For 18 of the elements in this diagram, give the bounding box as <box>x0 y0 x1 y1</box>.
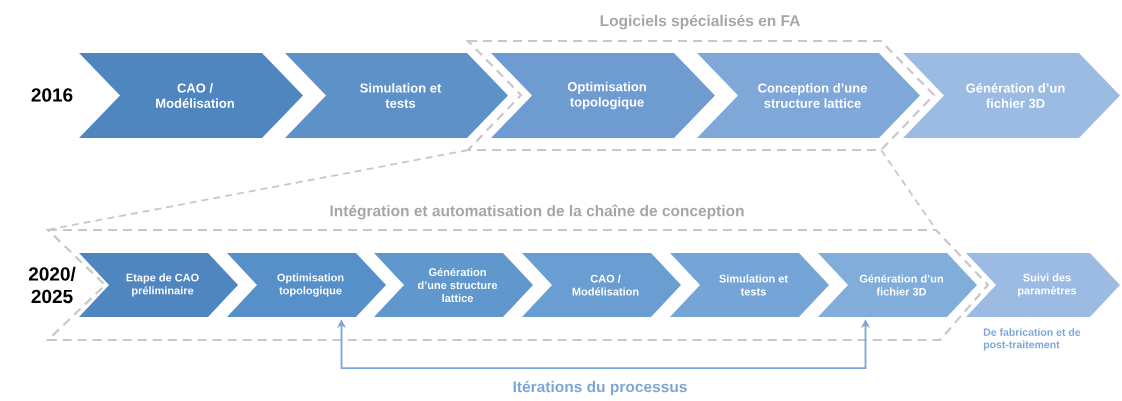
chevron-step: Simulation et tests <box>670 253 829 317</box>
chevron-step: Simulation et tests <box>285 53 508 138</box>
group-heading: Logiciels spécialisés en FA <box>600 14 800 30</box>
chevron-step: Etape de CAO préliminaire <box>79 253 238 317</box>
edge-label: Itérations du processus <box>511 379 689 397</box>
chevron-step: Génération d’un fichier 3D <box>903 53 1120 138</box>
dashed-line <box>880 149 938 231</box>
chevron-step: Génération d’une structure lattice <box>374 253 533 317</box>
chevron-step: Optimisation topologique <box>227 253 386 317</box>
chevron-step: Suivi des paramètres <box>966 253 1120 317</box>
chevron-step: Génération d’un fichier 3D <box>818 253 977 317</box>
group-heading: Intégration et automatisation de la chaîne de conception <box>330 204 744 220</box>
chevron-step: CAO / Modélisation <box>79 53 303 138</box>
chevron-step: Conception d’une structure lattice <box>697 53 920 138</box>
dashed-line <box>46 149 469 231</box>
note-text: De fabrication et de post-traitement <box>983 328 1081 351</box>
chevron-step: CAO / Modélisation <box>522 253 681 317</box>
chevron-step: Optimisation topologique <box>491 53 715 138</box>
